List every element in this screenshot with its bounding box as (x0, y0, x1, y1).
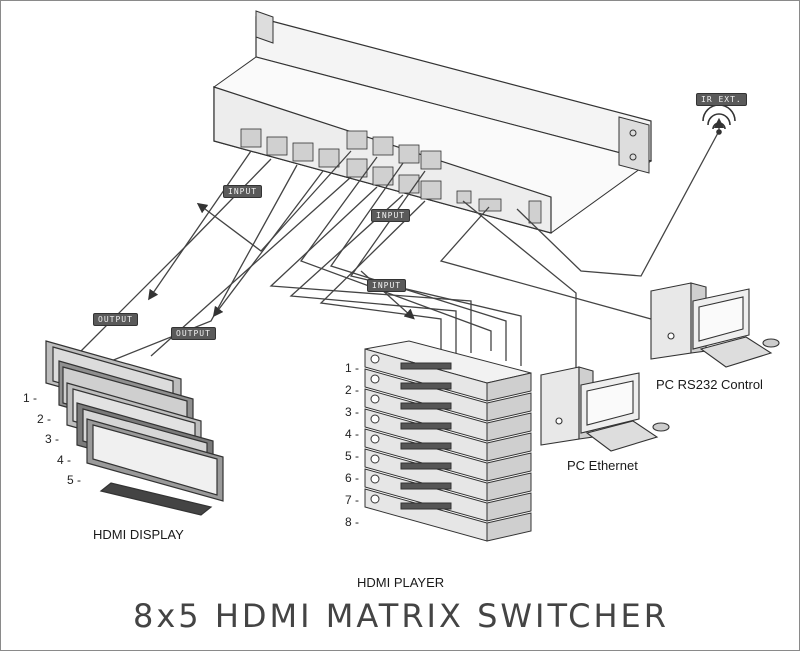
input-tag: INPUT (223, 185, 263, 198)
display-number: 1 - (23, 391, 38, 405)
player-number: 5 - (345, 449, 360, 463)
matrix-switcher (212, 10, 653, 234)
player-number: 6 - (345, 471, 360, 485)
player-number: 7 - (345, 493, 360, 507)
output-tag: OUTPUT (93, 313, 138, 326)
input-tag: INPUT (371, 209, 411, 222)
input-tag: INPUT (367, 279, 407, 292)
ir-sensor (702, 104, 736, 135)
player-number: 2 - (345, 383, 360, 397)
pc-ethernet-label: PC Ethernet (567, 458, 638, 473)
player-number: 1 - (345, 361, 360, 375)
pc-rs232 (650, 282, 780, 368)
player-number: 4 - (345, 427, 360, 441)
display-number: 2 - (37, 412, 52, 426)
output-tag: OUTPUT (171, 327, 216, 340)
player-number: 3 - (345, 405, 360, 419)
hdmi-player-label: HDMI PLAYER (357, 575, 445, 590)
hdmi-players (364, 340, 532, 542)
pc-ethernet (540, 366, 670, 452)
pc-rs232-label: PC RS232 Control (656, 377, 763, 392)
hdmi-displays (45, 340, 224, 516)
display-number: 5 - (67, 473, 82, 487)
hdmi-display-label: HDMI DISPLAY (93, 527, 184, 542)
diagram-title: 8x5 HDMI MATRIX SWITCHER (133, 597, 669, 635)
ir-ext-tag: IR EXT. (696, 93, 747, 106)
display-number: 4 - (57, 453, 72, 467)
player-number: 8 - (345, 515, 360, 529)
display-number: 3 - (45, 432, 60, 446)
